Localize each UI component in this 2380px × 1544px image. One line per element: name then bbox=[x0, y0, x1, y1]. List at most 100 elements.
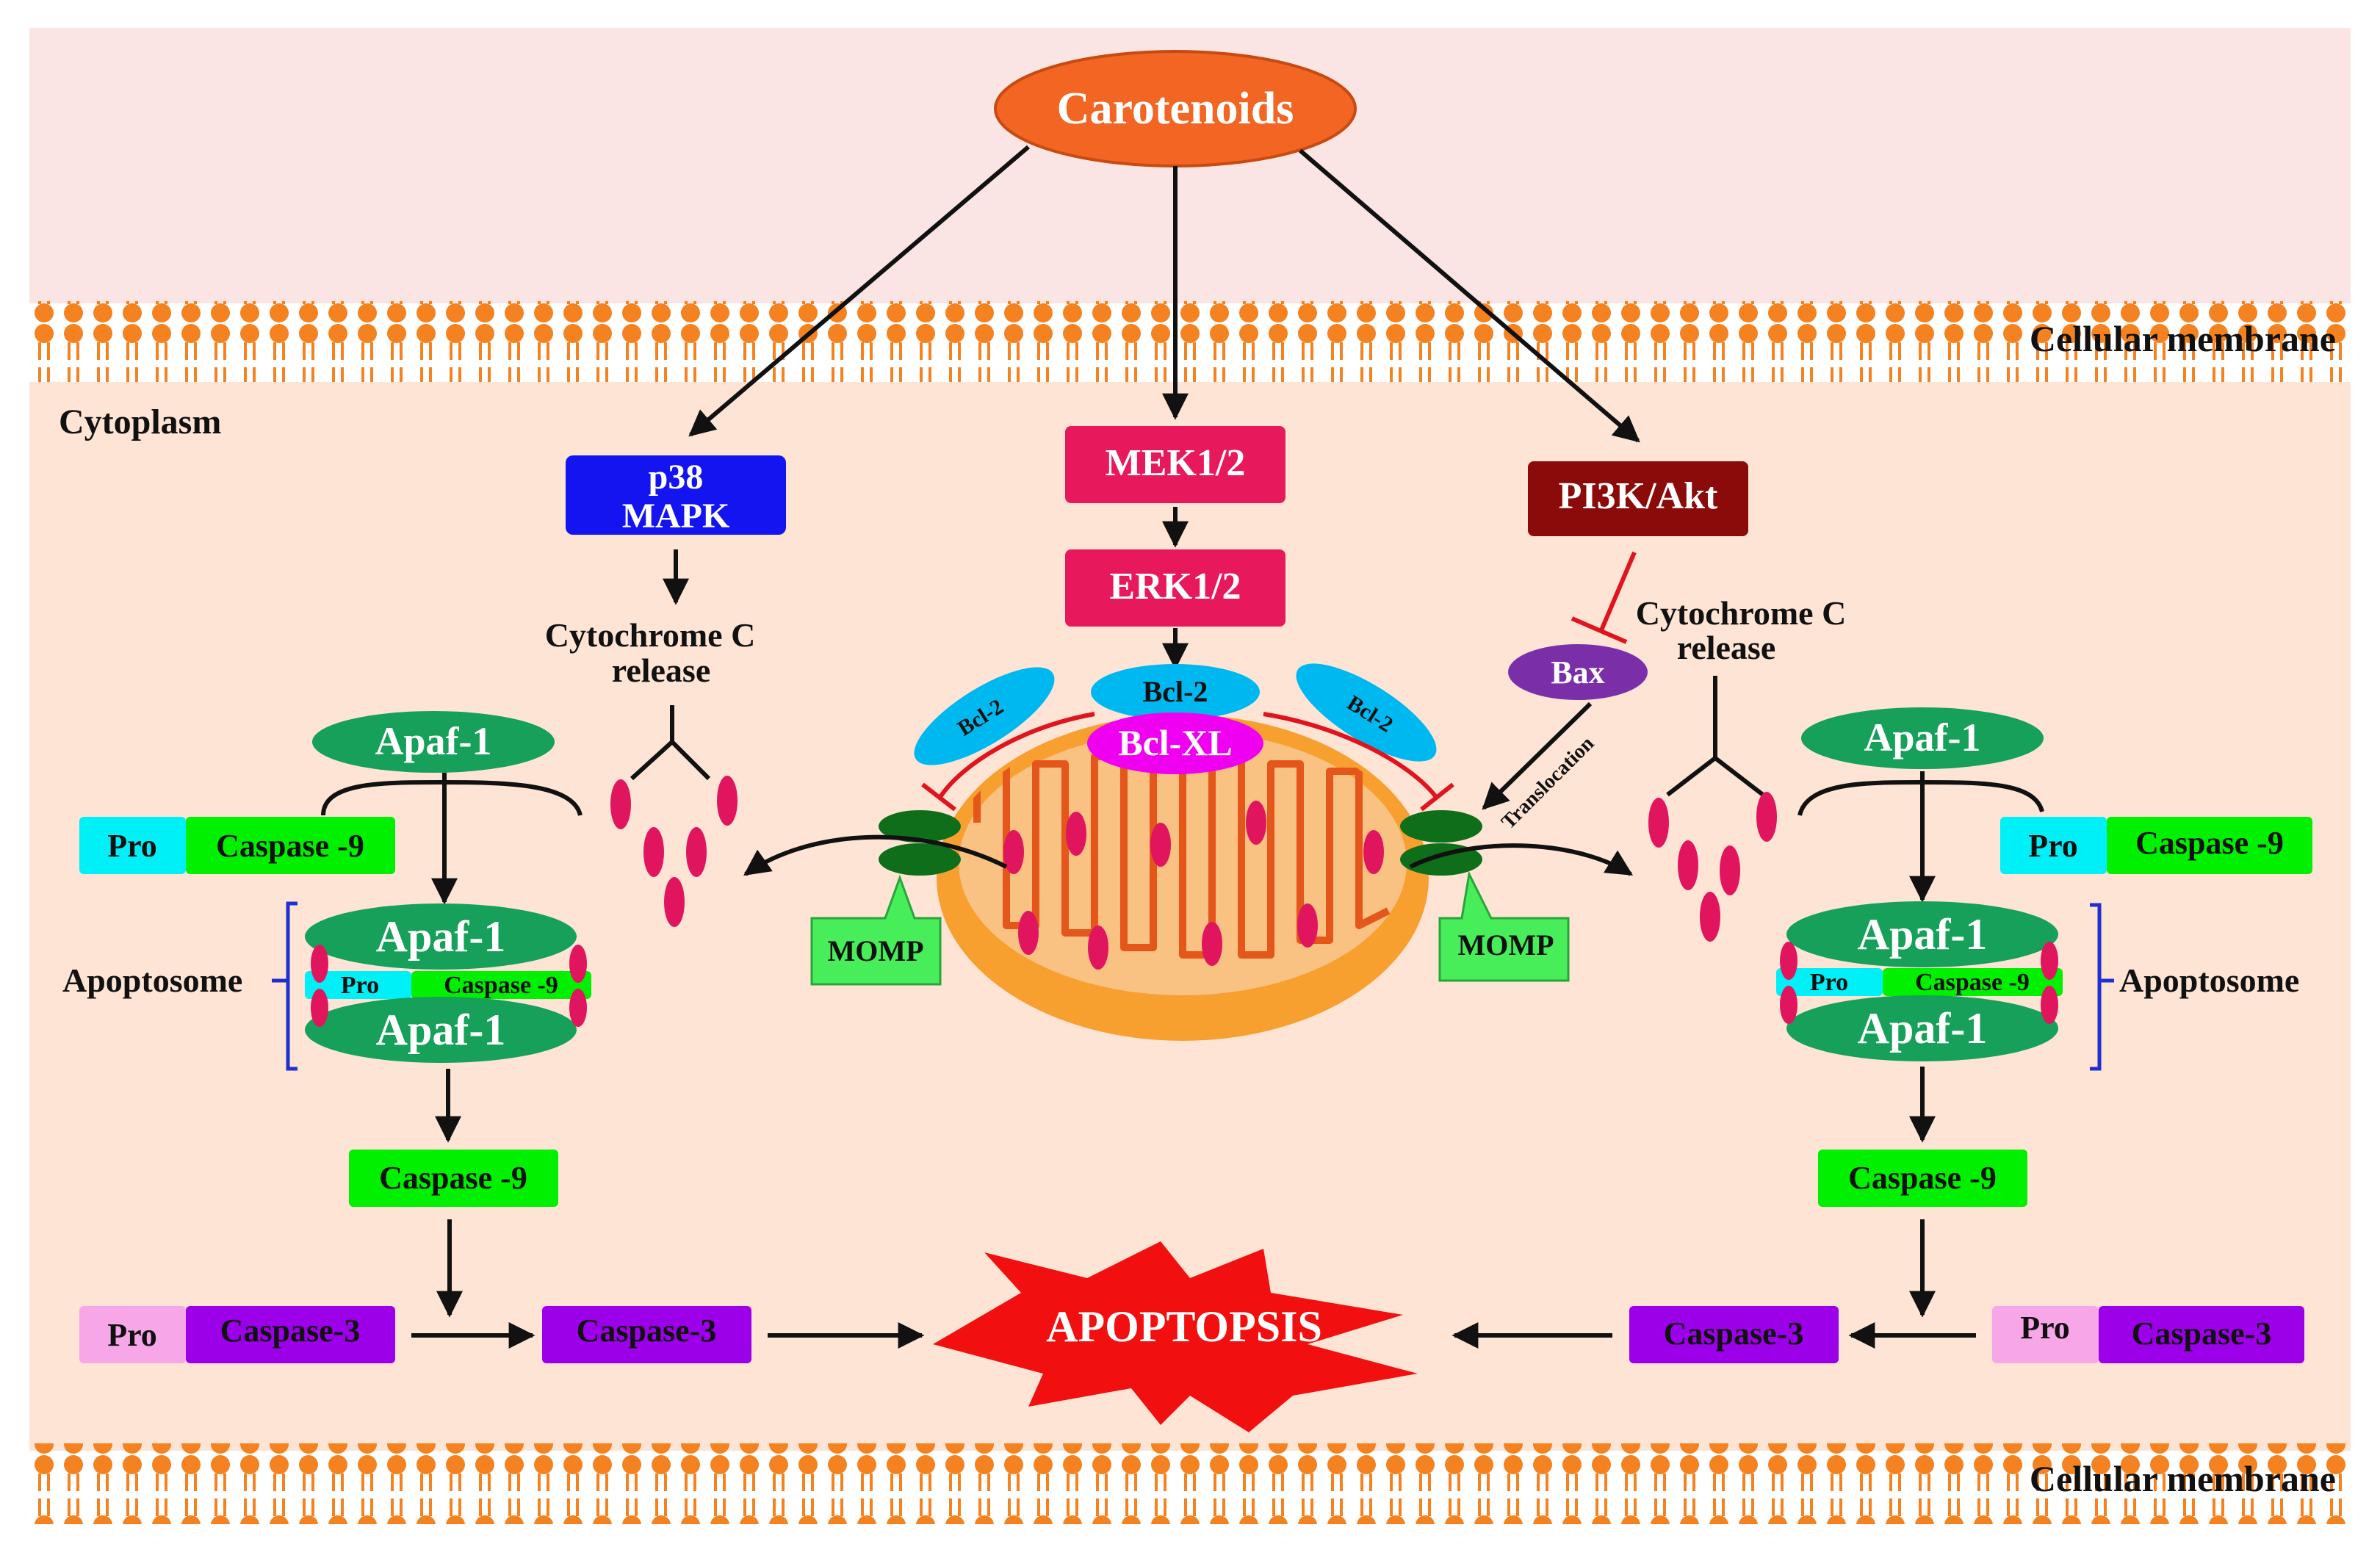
apoptosis-label: APOPTOPSIS bbox=[1046, 1302, 1322, 1351]
left-casp9-active-label: Caspase -9 bbox=[379, 1160, 527, 1196]
left-apo-apaf-bottom bbox=[305, 997, 577, 1063]
left-cyto-c-3 bbox=[643, 827, 664, 877]
inhibit-left-bar bbox=[921, 782, 956, 812]
carotenoids-label: Carotenoids bbox=[1057, 84, 1294, 134]
left-pro3 bbox=[79, 1306, 186, 1363]
mito-cyto-c-1 bbox=[1003, 830, 1024, 874]
left-apo-cytc-1 bbox=[311, 945, 328, 983]
inhibit-left-momp bbox=[938, 712, 1095, 798]
mito-cyto-c-6 bbox=[1018, 911, 1039, 955]
right-cyto-fork bbox=[1666, 676, 1764, 797]
mito-cyto-c-8 bbox=[1202, 922, 1222, 966]
left-apo-casp-label: Caspase -9 bbox=[444, 972, 558, 999]
right-pro9-label: Pro bbox=[2028, 828, 2078, 864]
pi3k-akt-label: PI3K/Akt bbox=[1559, 475, 1718, 517]
top-membrane-label: Cellular membrane bbox=[2030, 318, 2336, 359]
right-casp3-active-label: Caspase-3 bbox=[1664, 1316, 1804, 1352]
inhibit-bar-bax bbox=[1571, 616, 1628, 644]
right-pro9 bbox=[2000, 817, 2107, 874]
momp-callout-left bbox=[810, 874, 942, 986]
right-apaf1-label: Apaf-1 bbox=[1864, 715, 1981, 760]
p38-label-line1: p38 bbox=[649, 458, 704, 497]
momp-pore-right-upper bbox=[1400, 810, 1482, 843]
pi3k-akt-box bbox=[1528, 461, 1748, 536]
left-casp3-active bbox=[542, 1306, 751, 1363]
mito-cyto-c-5 bbox=[1363, 830, 1384, 874]
p38-label-line2: MAPK bbox=[622, 497, 730, 535]
left-pro9-label: Pro bbox=[107, 828, 157, 864]
left-apo-cytc-2 bbox=[311, 989, 328, 1027]
mito-cyto-c-4 bbox=[1246, 801, 1266, 845]
mito-cyto-c-9 bbox=[1297, 903, 1318, 948]
arrow-mito-to-right-cyto bbox=[1409, 843, 1634, 876]
right-cyto-line1: Cytochrome C bbox=[1636, 594, 1847, 632]
apoptosis-burst bbox=[933, 1241, 1418, 1432]
mek-box bbox=[1065, 426, 1285, 503]
mitochondrion bbox=[937, 715, 1429, 1041]
right-apo-cytc-2 bbox=[1780, 986, 1797, 1024]
mito-cyto-c-2 bbox=[1066, 812, 1086, 856]
left-apo-apaf-bottom-label: Apaf-1 bbox=[376, 1006, 506, 1054]
inhibit-right-momp bbox=[1263, 712, 1438, 798]
bcl2-right bbox=[1296, 663, 1437, 762]
right-apo-cytc-3 bbox=[2041, 942, 2058, 980]
mito-cyto-c-3 bbox=[1150, 823, 1171, 867]
right-apo-apaf-bottom bbox=[1786, 995, 2058, 1061]
right-apo-cytc-1 bbox=[1780, 942, 1797, 980]
top-membrane bbox=[29, 301, 2351, 382]
left-apaf1-label: Apaf-1 bbox=[375, 719, 492, 763]
momp-right-label: MOMP bbox=[1457, 928, 1554, 962]
bax-label: Bax bbox=[1551, 654, 1604, 690]
right-casp9-active-label: Caspase -9 bbox=[1848, 1160, 1997, 1196]
left-apoptosome-label: Apoptosome bbox=[62, 962, 242, 999]
right-apo-casp-label: Caspase -9 bbox=[1915, 969, 2030, 996]
left-cyto-line1: Cytochrome C bbox=[545, 616, 756, 654]
left-procasp3 bbox=[186, 1306, 395, 1363]
right-procasp3 bbox=[2099, 1306, 2304, 1363]
arrow-to-p38 bbox=[688, 145, 1030, 437]
p38-mapk-box bbox=[566, 455, 786, 535]
left-pro3-label: Pro bbox=[107, 1317, 157, 1353]
left-cyto-c-1 bbox=[610, 779, 631, 829]
left-apo-cytc-4 bbox=[569, 989, 587, 1027]
left-apoptosome-bracket bbox=[286, 901, 298, 1071]
bcl2-top-label: Bcl-2 bbox=[1143, 675, 1208, 708]
momp-callout-right bbox=[1438, 870, 1570, 982]
right-apo-pro-label: Pro bbox=[1810, 969, 1848, 996]
right-apaf1 bbox=[1801, 707, 2044, 769]
left-cyto-c-4 bbox=[686, 827, 707, 877]
cytoplasm-label: Cytoplasm bbox=[59, 403, 221, 441]
left-apo-casp bbox=[411, 971, 591, 999]
left-apo-apaf-top bbox=[305, 903, 577, 970]
bottom-membrane bbox=[29, 1443, 2351, 1524]
left-procasp9 bbox=[186, 817, 395, 874]
right-apoptosome-bracket bbox=[2090, 903, 2102, 1071]
mek-label: MEK1/2 bbox=[1106, 442, 1246, 484]
left-procasp3-label: Caspase-3 bbox=[220, 1313, 361, 1349]
mito-cyto-c-7 bbox=[1088, 926, 1108, 970]
left-cyto-c-5 bbox=[664, 877, 685, 927]
left-casp3-active-label: Caspase-3 bbox=[577, 1313, 717, 1349]
right-apo-pro bbox=[1776, 968, 1883, 996]
bax-node bbox=[1508, 644, 1648, 700]
left-cyto-line2: release bbox=[612, 652, 711, 689]
right-cyto-c-5 bbox=[1700, 892, 1720, 942]
left-cyto-c-2 bbox=[717, 776, 738, 826]
right-cyto-c-4 bbox=[1720, 845, 1740, 895]
inhibit-right-bar bbox=[1420, 782, 1454, 812]
right-cyto-c-cluster bbox=[1648, 792, 1777, 942]
bcl2-left bbox=[914, 667, 1055, 765]
right-apoptosome-label: Apoptosome bbox=[2119, 962, 2299, 999]
left-assembly-bracket bbox=[321, 780, 583, 816]
left-apo-pro bbox=[305, 971, 411, 999]
right-cyto-c-3 bbox=[1678, 840, 1698, 890]
inhibit-pi3k-bax bbox=[1599, 551, 1637, 632]
right-casp3-active bbox=[1629, 1306, 1839, 1363]
right-apo-cytc-4 bbox=[2041, 986, 2058, 1024]
bclxl-label: Bcl-XL bbox=[1118, 722, 1233, 763]
erk-box bbox=[1065, 549, 1285, 627]
right-apo-apaf-top-label: Apaf-1 bbox=[1858, 910, 1988, 959]
left-procasp9-label: Caspase -9 bbox=[216, 828, 364, 864]
right-cyto-c-2 bbox=[1756, 792, 1777, 842]
